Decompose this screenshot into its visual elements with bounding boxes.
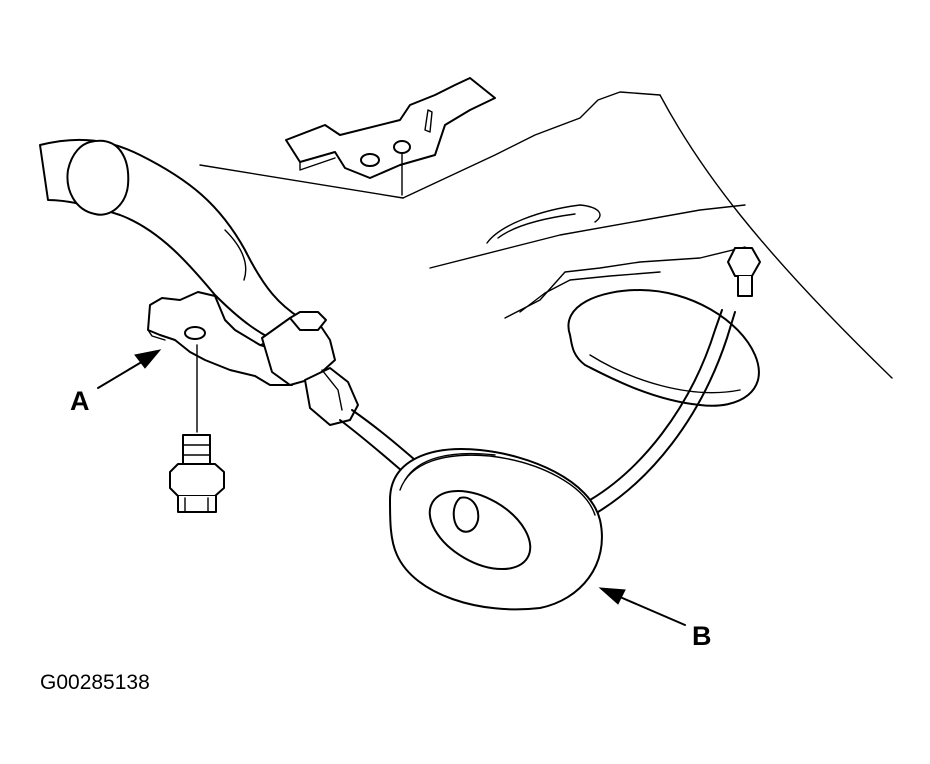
callout-label-a: A — [70, 386, 90, 416]
figure-id: G00285138 — [40, 671, 150, 694]
callout-arrow-b — [598, 587, 686, 626]
mounting-bolt — [169, 344, 225, 513]
cable-end-fitting — [261, 311, 359, 426]
parking-brake-cable-hose — [39, 138, 311, 346]
floor-grommet-hole — [567, 289, 760, 407]
callout-label-b: B — [692, 621, 712, 651]
vehicle-floor-panel — [199, 91, 893, 379]
mounting-stud — [727, 247, 761, 297]
callout-arrow-a — [97, 349, 162, 389]
upper-mounting-bracket — [285, 77, 496, 196]
cable-grommet-b — [389, 448, 603, 611]
